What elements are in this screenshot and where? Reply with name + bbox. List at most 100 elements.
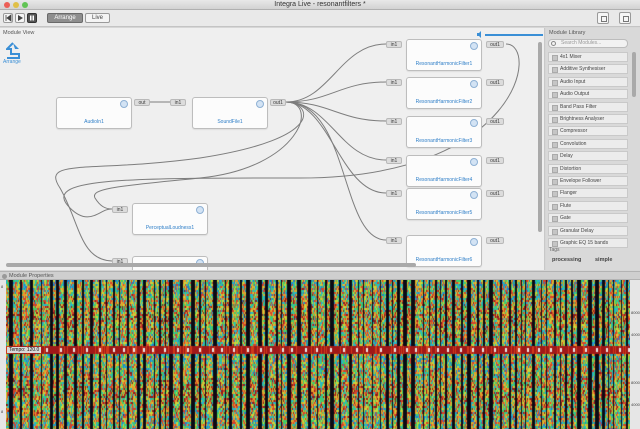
module-knob[interactable]: [470, 42, 478, 50]
port-out1[interactable]: out1: [486, 157, 504, 164]
module-knob[interactable]: [470, 238, 478, 246]
port-in1[interactable]: in1: [386, 190, 402, 197]
horizontal-scrollbar[interactable]: [6, 263, 416, 267]
module-resonantharmonicfilter3[interactable]: ResonantHarmonicFilter3: [406, 116, 482, 148]
tag-processing[interactable]: processing: [552, 257, 582, 263]
minimize-window-button[interactable]: [13, 2, 19, 8]
library-item[interactable]: Distortion: [548, 163, 628, 174]
module-knob[interactable]: [120, 100, 128, 108]
volume-track[interactable]: [485, 34, 543, 36]
cable-f1-loudness: [63, 43, 520, 218]
library-item[interactable]: Brightness Analyser: [548, 114, 628, 124]
tab-arrange[interactable]: Arrange: [47, 13, 83, 23]
collapse-icon[interactable]: [2, 274, 7, 279]
module-properties-header[interactable]: Module Properties: [0, 271, 640, 280]
left-axis: 8 8: [0, 280, 6, 429]
module-name: ResonantHarmonicFilter2: [415, 99, 473, 105]
module-knob[interactable]: [470, 158, 478, 166]
close-window-button[interactable]: [4, 2, 10, 8]
module-soundfile1[interactable]: SoundFile1: [192, 97, 268, 129]
port-in1[interactable]: in1: [170, 99, 186, 106]
module-library: Module Library Search Modules... 4x1 Mix…: [546, 28, 640, 270]
port-out1[interactable]: out1: [486, 41, 504, 48]
cable-sf-f2: [285, 81, 387, 103]
master-volume-slider[interactable]: [477, 31, 543, 38]
cable-sf-f6: [285, 101, 387, 241]
library-item[interactable]: 4x1 Mixer: [548, 52, 628, 62]
port-out1[interactable]: out1: [270, 99, 286, 106]
module-resonantharmonicfilter6[interactable]: ResonantHarmonicFilter6: [406, 235, 482, 267]
axis-label: 4000: [631, 402, 640, 407]
cable-sf-f1: [285, 43, 387, 103]
right-axis: 8000 4000 8000 4000: [630, 280, 640, 429]
module-view: Module View Arrange AudioIn1: [0, 28, 545, 270]
port-in1[interactable]: in1: [386, 79, 402, 86]
pause-button[interactable]: [27, 13, 37, 23]
port-in1[interactable]: in1: [386, 41, 402, 48]
module-knob[interactable]: [470, 80, 478, 88]
library-item[interactable]: Envelope Follower: [548, 176, 628, 186]
port-in1[interactable]: in1: [386, 237, 402, 244]
library-item[interactable]: Flanger: [548, 188, 628, 199]
tab-live[interactable]: Live: [85, 13, 110, 23]
module-name: ResonantHarmonicFilter5: [415, 210, 473, 216]
library-scrollbar[interactable]: [632, 52, 636, 97]
axis-label: 8000: [631, 310, 640, 315]
cable-sf-loudness: [93, 101, 302, 210]
module-knob[interactable]: [196, 206, 204, 214]
library-item[interactable]: Audio Output: [548, 89, 628, 100]
pause-icon: [30, 15, 34, 21]
module-resonantharmonicfilter2[interactable]: ResonantHarmonicFilter2: [406, 77, 482, 109]
properties-toggle-icon[interactable]: [597, 12, 609, 24]
connection-cables: [55, 43, 520, 262]
play-button[interactable]: [15, 13, 25, 23]
vertical-scrollbar[interactable]: [538, 42, 542, 232]
module-perceptualloudness1[interactable]: PerceptualLoudness1: [132, 203, 208, 235]
library-toggle-icon[interactable]: [619, 12, 631, 24]
port-in1[interactable]: in1: [112, 206, 128, 213]
module-properties-label: Module Properties: [9, 273, 54, 279]
module-knob[interactable]: [470, 119, 478, 127]
library-item[interactable]: Band Pass Filter: [548, 101, 628, 112]
module-resonantharmonicfilter1[interactable]: ResonantHarmonicFilter1: [406, 39, 482, 71]
module-audioin1[interactable]: AudioIn1: [56, 97, 132, 129]
port-out1[interactable]: out1: [486, 79, 504, 86]
module-name: ResonantHarmonicFilter4: [415, 177, 473, 183]
library-item[interactable]: Granular Delay: [548, 225, 628, 236]
module-view-label: Module View: [3, 30, 35, 36]
module-resonantharmonicfilter4[interactable]: ResonantHarmonicFilter4: [406, 155, 482, 187]
arrange-up-icon[interactable]: [6, 42, 20, 60]
library-item[interactable]: Convolution: [548, 138, 628, 149]
library-item[interactable]: Audio Input: [548, 76, 628, 87]
library-item[interactable]: Flute: [548, 200, 628, 211]
library-title: Module Library: [549, 30, 586, 36]
port-out1[interactable]: out1: [486, 118, 504, 125]
port-in1[interactable]: in1: [386, 157, 402, 164]
port-out1[interactable]: out1: [486, 190, 504, 197]
tag-simple[interactable]: simple: [595, 257, 613, 263]
library-search-input[interactable]: Search Modules...: [548, 39, 628, 48]
port-out1[interactable]: out1: [486, 237, 504, 244]
module-knob[interactable]: [470, 191, 478, 199]
module-knob[interactable]: [256, 100, 264, 108]
library-item[interactable]: Additive Synthesiser: [548, 64, 628, 75]
zoom-window-button[interactable]: [22, 2, 28, 8]
cable-sf-bottom: [55, 101, 305, 262]
module-name: SoundFile1: [217, 119, 243, 125]
rewind-button[interactable]: [3, 13, 13, 23]
library-item[interactable]: Compressor: [548, 126, 628, 137]
toolbar: Arrange Live: [0, 10, 640, 27]
library-item[interactable]: Gate: [548, 213, 628, 224]
title-bar: Integra Live - resonantfilters *: [0, 0, 640, 10]
module-name: AudioIn1: [84, 119, 104, 125]
arrange-link[interactable]: Arrange: [3, 59, 21, 65]
library-item[interactable]: Graphic EQ 15 bands: [548, 238, 628, 248]
tags-label: Tags: [549, 247, 560, 253]
cable-sf-f5: [285, 101, 387, 194]
play-icon: [18, 15, 23, 21]
port-in1[interactable]: in1: [386, 118, 402, 125]
module-resonantharmonicfilter5[interactable]: ResonantHarmonicFilter5: [406, 188, 482, 220]
port-out[interactable]: out: [134, 99, 150, 106]
library-item[interactable]: Delay: [548, 151, 628, 162]
